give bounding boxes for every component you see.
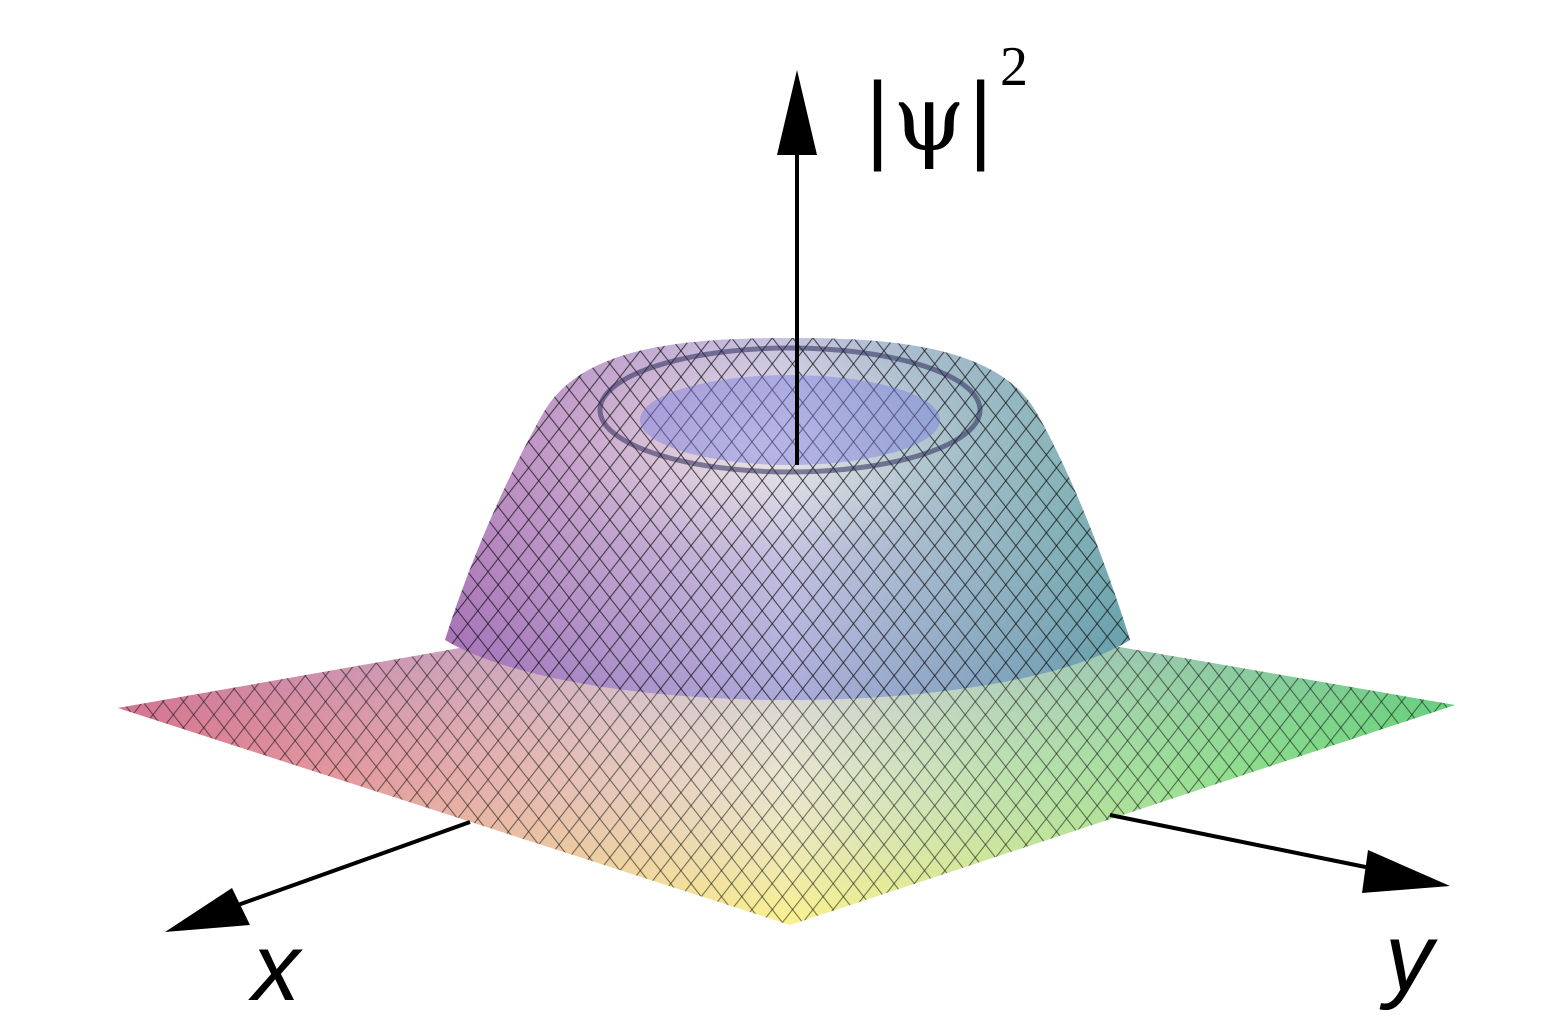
surface-peak (445, 338, 1130, 700)
y-axis (1109, 813, 1450, 893)
z-axis (777, 70, 817, 465)
y-axis-label: y (1379, 904, 1438, 1011)
z-axis-label: |ψ| (862, 65, 996, 172)
x-axis-label: x (248, 914, 303, 1021)
x-axis (165, 820, 471, 932)
z-axis-exponent: 2 (1000, 36, 1028, 98)
